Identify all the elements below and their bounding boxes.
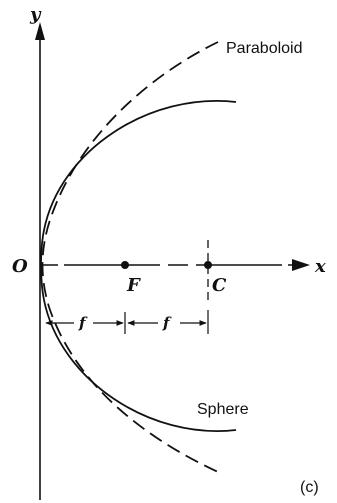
origin-label: O bbox=[12, 256, 28, 277]
y-axis-arrowhead bbox=[35, 22, 45, 40]
x-axis-arrowhead bbox=[292, 259, 310, 271]
focus-label: F bbox=[126, 275, 141, 296]
dimension-label-f2: f bbox=[162, 314, 172, 332]
paraboloid-label: Paraboloid bbox=[226, 40, 303, 57]
center-label: C bbox=[212, 275, 227, 296]
focus-point bbox=[121, 261, 129, 269]
x-axis-label: x bbox=[314, 256, 326, 277]
panel-label: (c) bbox=[300, 479, 319, 496]
sphere-curve bbox=[40, 100, 237, 432]
dimension-label-f1: f bbox=[78, 314, 88, 332]
paraboloid-curve bbox=[41, 41, 219, 473]
y-axis-label: y bbox=[29, 4, 42, 25]
sphere-label: Sphere bbox=[197, 401, 249, 418]
center-point bbox=[204, 261, 212, 269]
